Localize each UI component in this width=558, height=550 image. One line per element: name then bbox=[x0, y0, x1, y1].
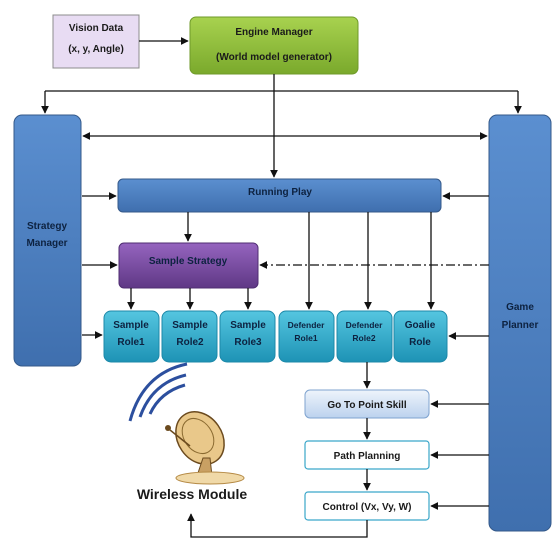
role-goalie-line2: Role bbox=[409, 337, 431, 348]
sample-strategy-box bbox=[118, 242, 259, 289]
role-defender-1-line1: Defender bbox=[288, 320, 326, 330]
strategy-manager-box bbox=[13, 114, 82, 367]
role-defender-2-line1: Defender bbox=[346, 320, 384, 330]
game-planner-line1: Game bbox=[506, 302, 534, 313]
role-sample-1-line1: Sample bbox=[113, 320, 149, 331]
role-sample-2: Sample Role2 bbox=[161, 310, 218, 363]
engine-manager-box bbox=[189, 16, 359, 75]
connector-lines bbox=[41, 37, 522, 538]
vision-data-title: Vision Data bbox=[69, 23, 124, 34]
running-play-box bbox=[117, 178, 442, 213]
strategy-manager-line1: Strategy bbox=[27, 221, 67, 232]
goto-point-skill-label: Go To Point Skill bbox=[327, 400, 406, 411]
role-sample-3-line1: Sample bbox=[230, 320, 266, 331]
satellite-dish-icon bbox=[128, 362, 245, 485]
role-defender-2-line2: Role2 bbox=[352, 333, 375, 343]
role-sample-1: Sample Role1 bbox=[103, 310, 160, 363]
engine-manager-subtitle: (World model generator) bbox=[216, 52, 332, 63]
sample-strategy-label: Sample Strategy bbox=[149, 256, 228, 267]
role-sample-3: Sample Role3 bbox=[219, 310, 276, 363]
role-sample-2-line1: Sample bbox=[172, 320, 208, 331]
vision-data-subtitle: (x, y, Angle) bbox=[68, 44, 124, 55]
role-sample-2-line2: Role2 bbox=[176, 337, 204, 348]
game-planner-box bbox=[488, 114, 552, 532]
role-defender-1: Defender Role1 bbox=[278, 310, 335, 363]
running-play-label: Running Play bbox=[248, 187, 312, 198]
role-sample-3-line2: Role3 bbox=[234, 337, 262, 348]
role-defender-1-line2: Role1 bbox=[294, 333, 317, 343]
role-goalie: Goalie Role bbox=[393, 310, 448, 363]
role-sample-1-line2: Role1 bbox=[117, 337, 145, 348]
strategy-manager-line2: Manager bbox=[26, 238, 67, 249]
game-planner-line2: Planner bbox=[502, 320, 539, 331]
path-planning-label: Path Planning bbox=[334, 451, 401, 462]
wireless-module-label: Wireless Module bbox=[137, 486, 248, 502]
role-goalie-line1: Goalie bbox=[405, 320, 436, 331]
vision-data-box bbox=[52, 14, 140, 69]
role-defender-2: Defender Role2 bbox=[336, 310, 393, 363]
engine-manager-title: Engine Manager bbox=[235, 27, 312, 38]
control-label: Control (Vx, Vy, W) bbox=[323, 502, 412, 513]
